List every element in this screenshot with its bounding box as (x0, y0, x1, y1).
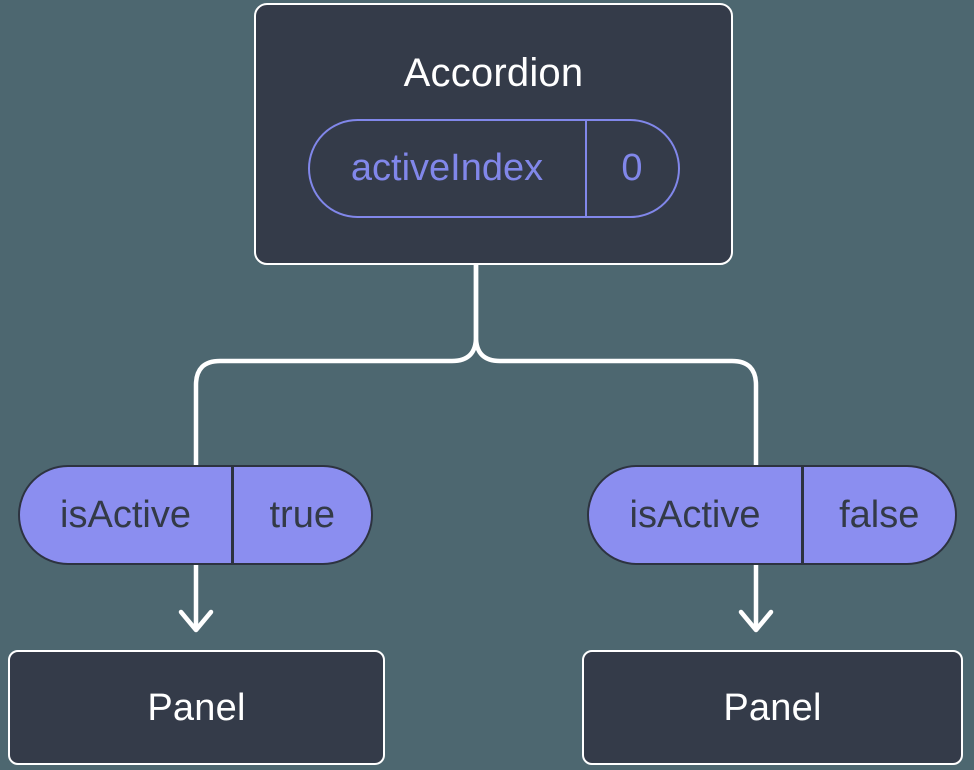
prop-pill-divider (801, 467, 804, 563)
connector-branch-right (473, 262, 759, 630)
state-pill-divider (584, 121, 587, 216)
accordion-node: Accordion activeIndex 0 (254, 3, 733, 265)
panel-node-right: Panel (582, 650, 963, 765)
arrowhead-down-right-icon (738, 609, 774, 633)
prop-pill-name: isActive (629, 493, 761, 536)
arrowhead-down-left-icon (178, 609, 214, 633)
connector-branch-left (193, 262, 479, 630)
prop-pill-isactive-false: isActive false (587, 465, 957, 565)
panel-node-left: Panel (8, 650, 385, 765)
accordion-node-title: Accordion (403, 51, 584, 95)
prop-pill-value: false (839, 493, 920, 536)
panel-node-title: Panel (147, 686, 246, 729)
state-pill-name: activeIndex (350, 147, 544, 189)
prop-pill-value: true (269, 493, 335, 536)
prop-pill-isactive-true: isActive true (18, 465, 373, 565)
state-pill-value: 0 (621, 147, 643, 189)
state-pill: activeIndex 0 (307, 119, 680, 218)
panel-node-title: Panel (723, 686, 822, 729)
prop-pill-name: isActive (60, 493, 191, 536)
